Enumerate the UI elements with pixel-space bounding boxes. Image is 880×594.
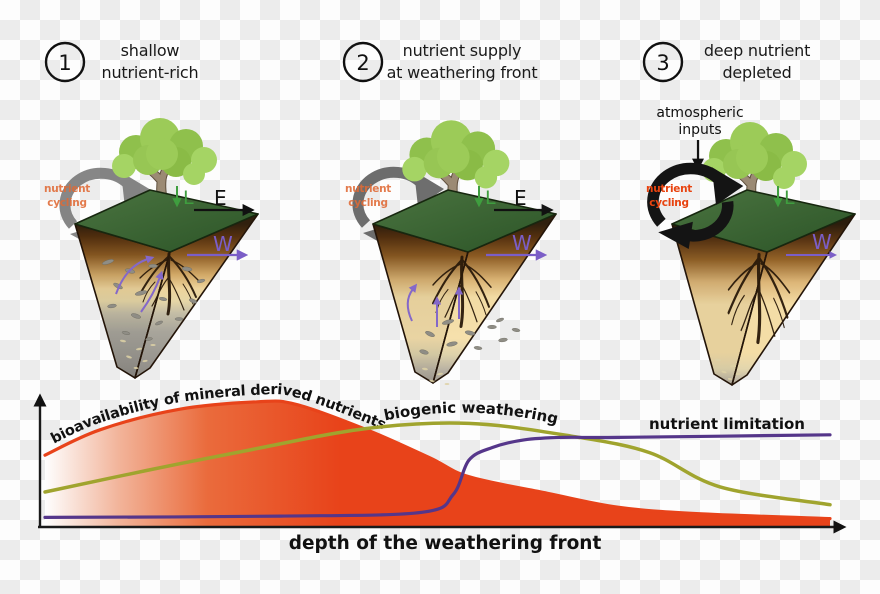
weathering-label: W [213, 232, 233, 256]
panel-3-number-circle [642, 41, 684, 83]
mineral-fragments [102, 259, 206, 341]
nutrient-cycling-label-line2: cycling [649, 197, 688, 209]
panel-2-title-line1: nutrient supply [403, 41, 522, 60]
nutrient-limitation-label: nutrient limitation [649, 415, 805, 433]
weathered-speckles [422, 367, 450, 385]
panel-3-title-line1: deep nutrient [704, 41, 810, 60]
panel-1-number-circle [44, 41, 86, 83]
atmospheric-inputs-label-line2: inputs [678, 122, 721, 138]
panel-2-number-circle [342, 41, 384, 83]
nutrient-release-arrows [406, 283, 464, 327]
nutrient-cycling-label-line2: cycling [348, 197, 387, 209]
mineral-fragments [419, 317, 521, 355]
soil-block [671, 189, 856, 386]
depth-chart: bioavailability of mineral derived nutri… [33, 382, 847, 554]
weathered-speckles [715, 358, 741, 380]
litterfall-label: L [183, 187, 194, 209]
panel-1-title-line1: shallow [121, 41, 180, 60]
nutrient-cycling-label-line1: nutrient [646, 183, 692, 195]
nutrient-limitation-curve [43, 433, 832, 519]
soil-block [372, 189, 557, 384]
bioavailability-area [45, 401, 830, 526]
nutrient-cycling-label-line1: nutrient [345, 183, 391, 195]
litterfall-label: L [485, 187, 496, 209]
weathering-label: W [512, 231, 532, 255]
panel-1: 1 shallow nutrient-rich [44, 41, 259, 379]
panel-3: 3 deep nutrient depleted atmospheric inp… [642, 41, 856, 386]
weathered-speckles [120, 339, 156, 370]
atmospheric-inputs-label-line1: atmospheric [656, 105, 743, 121]
litterfall-label: L [784, 187, 795, 209]
panel-1-number: 1 [58, 51, 71, 75]
x-axis-label: depth of the weathering front [289, 533, 602, 554]
bioavailability-curve [43, 399, 832, 521]
weathering-label: W [812, 230, 832, 254]
soil-block [74, 189, 259, 379]
erosion-label: E [214, 186, 227, 210]
panel-2-number: 2 [356, 51, 369, 75]
panel-2-title-line2: at weathering front [387, 63, 538, 82]
nutrient-uptake-arrows [115, 255, 164, 313]
nutrient-cycling-label-line2: cycling [47, 197, 86, 209]
panel-3-number: 3 [656, 51, 669, 75]
panel-2: 2 nutrient supply at weathering front [342, 41, 557, 385]
panel-1-title-line2: nutrient-rich [102, 63, 199, 82]
nutrient-cycling-label-line1: nutrient [44, 183, 90, 195]
panel-3-title-line2: depleted [722, 63, 791, 82]
biogenic-weathering-curve [43, 421, 832, 507]
erosion-label: E [514, 186, 527, 210]
